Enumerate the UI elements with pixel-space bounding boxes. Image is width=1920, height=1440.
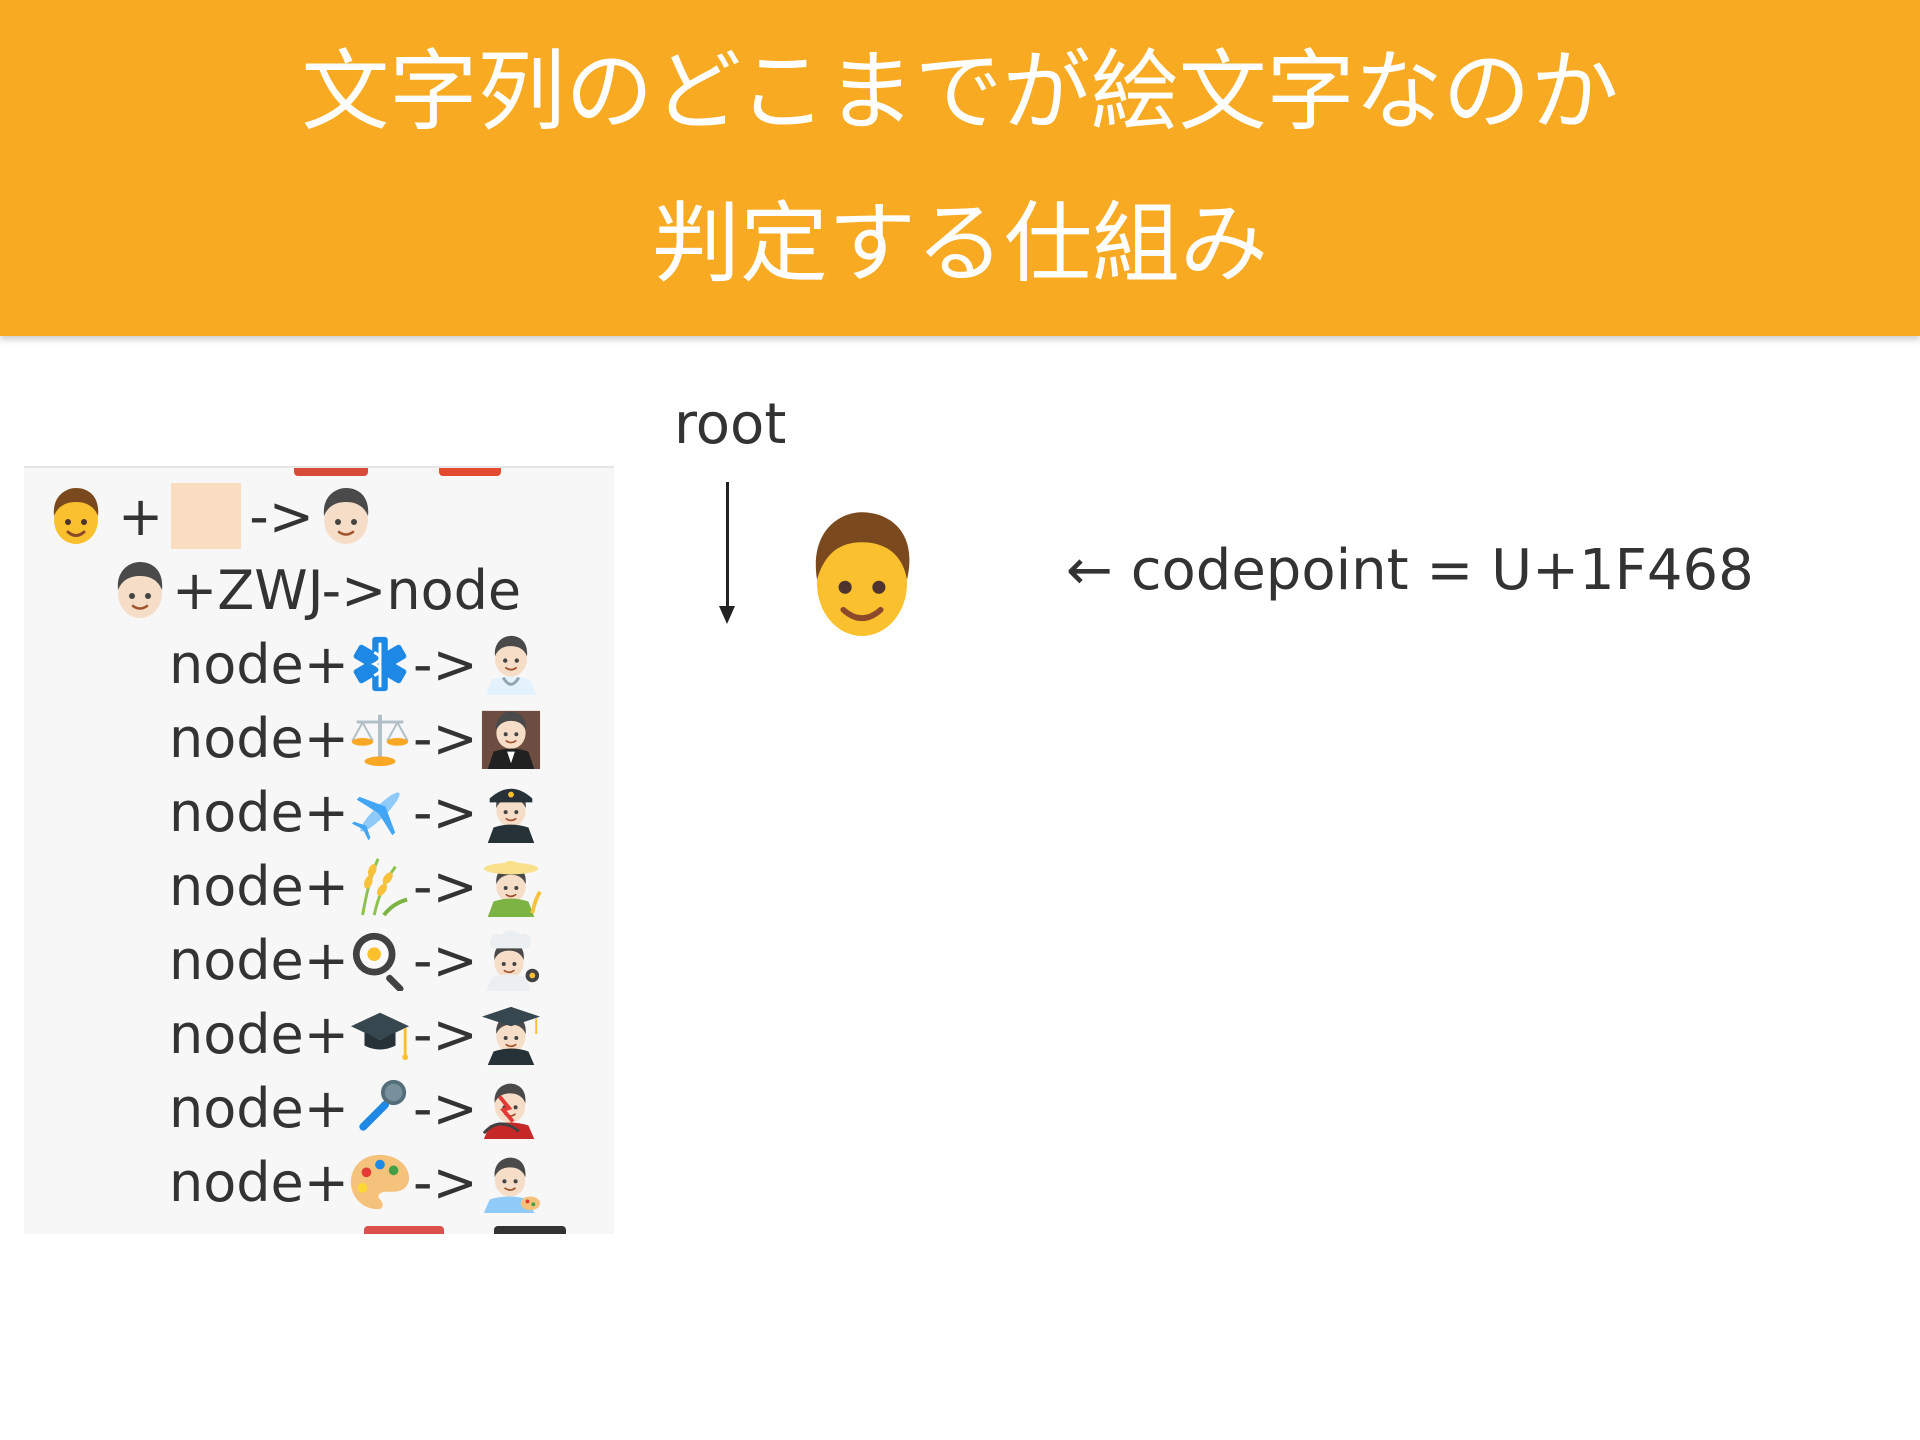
- man-health-worker-icon: [480, 633, 542, 695]
- emoji-tree-image: + -> +ZWJ->node node+->node+->node+->nod…: [24, 466, 614, 1234]
- down-arrow-head: [719, 606, 735, 624]
- node-prefix-text: node+: [169, 632, 350, 696]
- graduation-cap-icon: [349, 1003, 411, 1065]
- tree-row-node: node+ ->: [169, 1146, 542, 1218]
- cropped-emoji-bottom-left: [364, 1226, 444, 1234]
- man-face-icon: [815, 512, 910, 636]
- node-prefix-text: node+: [169, 1076, 350, 1140]
- arrow-text: ->: [413, 706, 478, 770]
- microphone-icon: [349, 1077, 411, 1139]
- arrow-text: ->: [413, 1002, 478, 1066]
- arrow-text: ->: [413, 632, 478, 696]
- tree-row-node: node+ ->: [169, 628, 542, 700]
- root-label: root: [674, 392, 787, 457]
- tree-row-node: node+ ->: [169, 850, 542, 922]
- man-judge-icon: [480, 707, 542, 769]
- arrow-text: ->: [413, 854, 478, 918]
- tree-row-node: node+ ->: [169, 924, 542, 996]
- artist-palette-icon: [349, 1151, 411, 1213]
- node-prefix-text: node+: [169, 854, 350, 918]
- arrow-text: ->: [413, 1076, 478, 1140]
- down-arrow-icon: [726, 482, 729, 612]
- node-prefix-text: node+: [169, 1150, 350, 1214]
- slide-title-line-2: 判定する仕組み: [651, 192, 1268, 295]
- node-prefix-text: node+: [169, 928, 350, 992]
- tree-row-node: node+ ->: [169, 998, 542, 1070]
- frying-pan-icon: [349, 929, 411, 991]
- man-farmer-icon: [480, 855, 542, 917]
- tree-row-root: + ->: [44, 480, 378, 552]
- node-prefix-text: node+: [169, 1002, 350, 1066]
- arrow-text: ->: [413, 1150, 478, 1214]
- tree-row-node: node+ ->: [169, 776, 542, 848]
- man-singer-icon: [480, 1077, 542, 1139]
- man-artist-icon: [480, 1151, 542, 1213]
- man-light-skin-face-icon: [314, 484, 378, 548]
- arrow-text: ->: [413, 928, 478, 992]
- arrow-text: ->: [413, 780, 478, 844]
- slide-title-line-1: 文字列のどこまでが絵文字なのか: [301, 40, 1619, 143]
- tree-row-node: node+ ->: [169, 1072, 542, 1144]
- cropped-emoji-bottom-right: [494, 1226, 566, 1234]
- skin-tone-modifier-swatch: [171, 483, 242, 549]
- man-pilot-icon: [480, 781, 542, 843]
- tree-row-zwj: +ZWJ->node: [108, 554, 521, 626]
- zwj-node-text: +ZWJ->node: [172, 558, 522, 622]
- node-prefix-text: node+: [169, 706, 350, 770]
- man-cook-icon: [480, 929, 542, 991]
- airplane-icon: [349, 781, 411, 843]
- tree-row-node: node+ ->: [169, 702, 542, 774]
- cropped-emoji-top-left: [294, 468, 368, 476]
- cropped-emoji-top-right: [439, 468, 501, 476]
- man-face-icon: [44, 484, 108, 548]
- plus-sign: +: [118, 484, 164, 548]
- rice-ear-icon: [349, 855, 411, 917]
- man-student-icon: [480, 1003, 542, 1065]
- arrow-text: ->: [249, 484, 314, 548]
- node-prefix-text: node+: [169, 780, 350, 844]
- slide-title-bar: 文字列のどこまでが絵文字なのか 判定する仕組み: [0, 0, 1920, 336]
- codepoint-annotation: ← codepoint = U+1F468: [1066, 538, 1754, 603]
- scales-icon: [349, 707, 411, 769]
- medical-symbol-icon: [349, 633, 411, 695]
- man-light-skin-face-icon: [108, 558, 172, 622]
